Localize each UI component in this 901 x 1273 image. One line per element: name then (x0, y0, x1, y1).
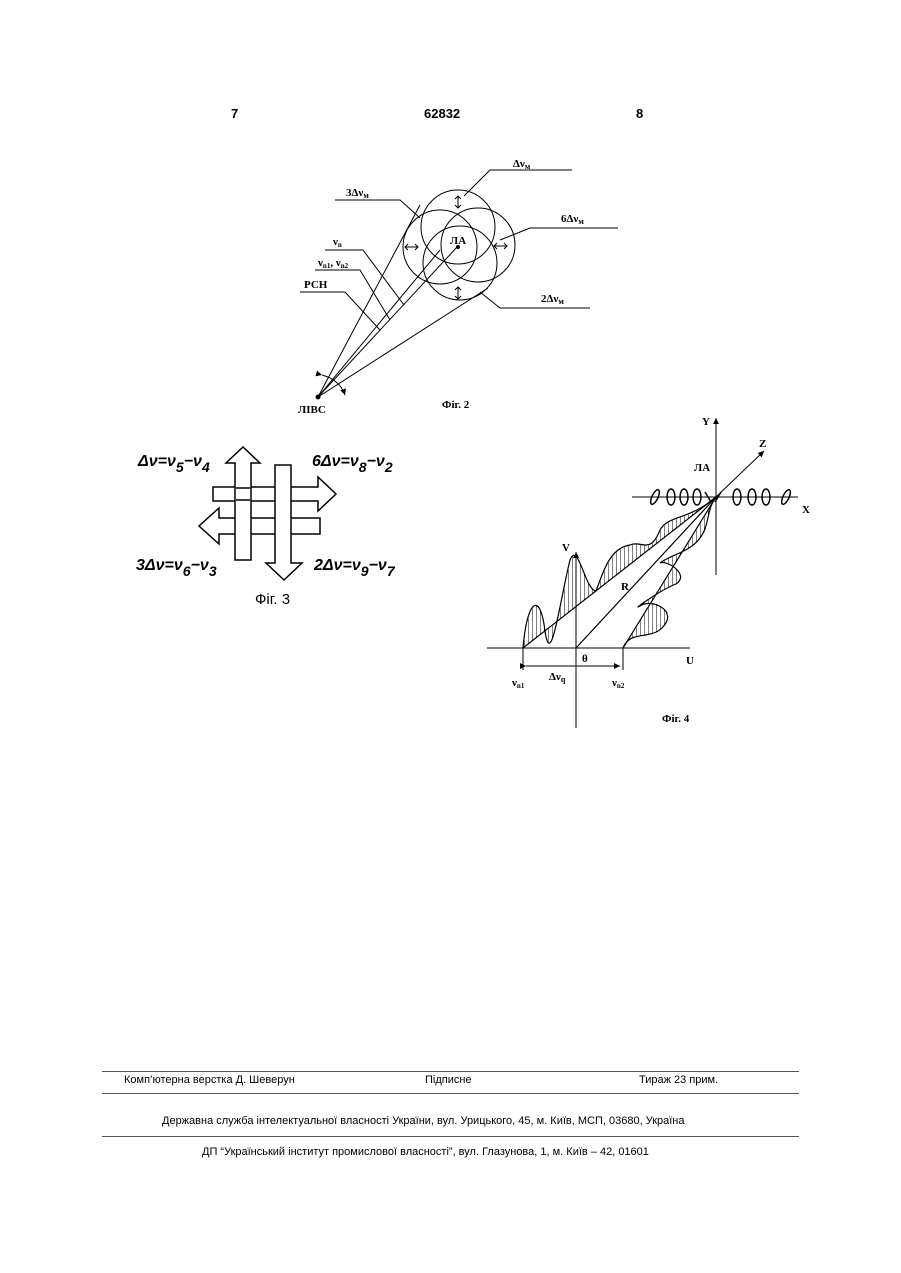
axis-z (716, 451, 764, 497)
figure-2-labels: Δνм 3Δνм 6Δνм 2Δνм νn νn1, νn2 РСН ЛА ЛІ… (298, 158, 584, 416)
arrow-up (226, 447, 260, 560)
footer-institute: ДП “Український інститут промислової вла… (202, 1146, 649, 1158)
label-theta: θ (582, 653, 588, 665)
label-3dv-m: 3Δνм (346, 187, 369, 200)
label-la: ЛА (450, 235, 466, 247)
label-rsn: РСН (304, 279, 328, 291)
arrow-left (199, 508, 320, 544)
figure-2 (300, 170, 618, 399)
label-la-fig4: ЛА (694, 462, 710, 474)
label-6dv-m: 6Δνм (561, 213, 584, 226)
footer-circulation: Тираж 23 прим. (639, 1074, 718, 1086)
figure-4 (487, 418, 798, 728)
eq-bottom-left: 3Δν=ν6−ν3 (136, 557, 217, 579)
label-livs: ЛІВС (298, 404, 326, 416)
label-axis-x: X (802, 504, 810, 516)
double-arrow-left (405, 244, 418, 250)
leader-dv (464, 170, 572, 196)
footer-rule-middle (102, 1093, 799, 1094)
label-nu-n: νn (332, 236, 342, 249)
leader-nun12 (315, 270, 390, 320)
leader-2dv (480, 292, 590, 308)
leader-3dv (335, 200, 420, 218)
label-r: R (621, 581, 630, 593)
double-arrow-top (455, 196, 461, 208)
caption-fig-3: Фіг. 3 (255, 591, 290, 608)
label-axis-y: Y (702, 416, 710, 428)
label-axis-z: Z (759, 438, 766, 450)
label-nu-n1: νn1 (511, 677, 525, 690)
eq-bottom-right: 2Δν=ν9−ν7 (313, 557, 396, 579)
footer-service: Державна служба інтелектуальної власност… (162, 1115, 685, 1127)
label-axis-u: U (686, 655, 694, 667)
caption-fig-2: Фіг. 2 (442, 399, 470, 411)
label-axis-v: V (562, 542, 570, 554)
figure-4-labels: Y Z X ЛА V U R θ Δνq νn1 νn2 Фіг. 4 (511, 416, 810, 725)
label-2dv-m: 2Δνм (541, 293, 564, 306)
leader-6dv (500, 228, 618, 240)
wave-n2 (623, 497, 716, 648)
footer-rule-top (102, 1071, 799, 1072)
footer-signed: Підписне (425, 1074, 472, 1086)
caption-fig-4: Фіг. 4 (662, 713, 690, 725)
double-arrow-right (494, 243, 507, 249)
leader-rsn (300, 292, 380, 330)
label-nu-n1-n2: νn1, νn2 (317, 257, 349, 270)
footer-rule-bottom (102, 1136, 799, 1137)
eq-top-right: 6Δν=ν8−ν2 (312, 453, 393, 475)
eq-top-left: Δν=ν5−ν4 (137, 453, 210, 475)
double-arrow-bottom (455, 287, 461, 299)
ray-1 (318, 205, 420, 397)
label-nu-n2: νn2 (611, 677, 625, 690)
label-dv-q: Δνq (549, 671, 566, 684)
label-dv-m: Δνм (513, 158, 531, 171)
footer-layout: Комп’ютерна верстка Д. Шеверун (124, 1074, 295, 1086)
